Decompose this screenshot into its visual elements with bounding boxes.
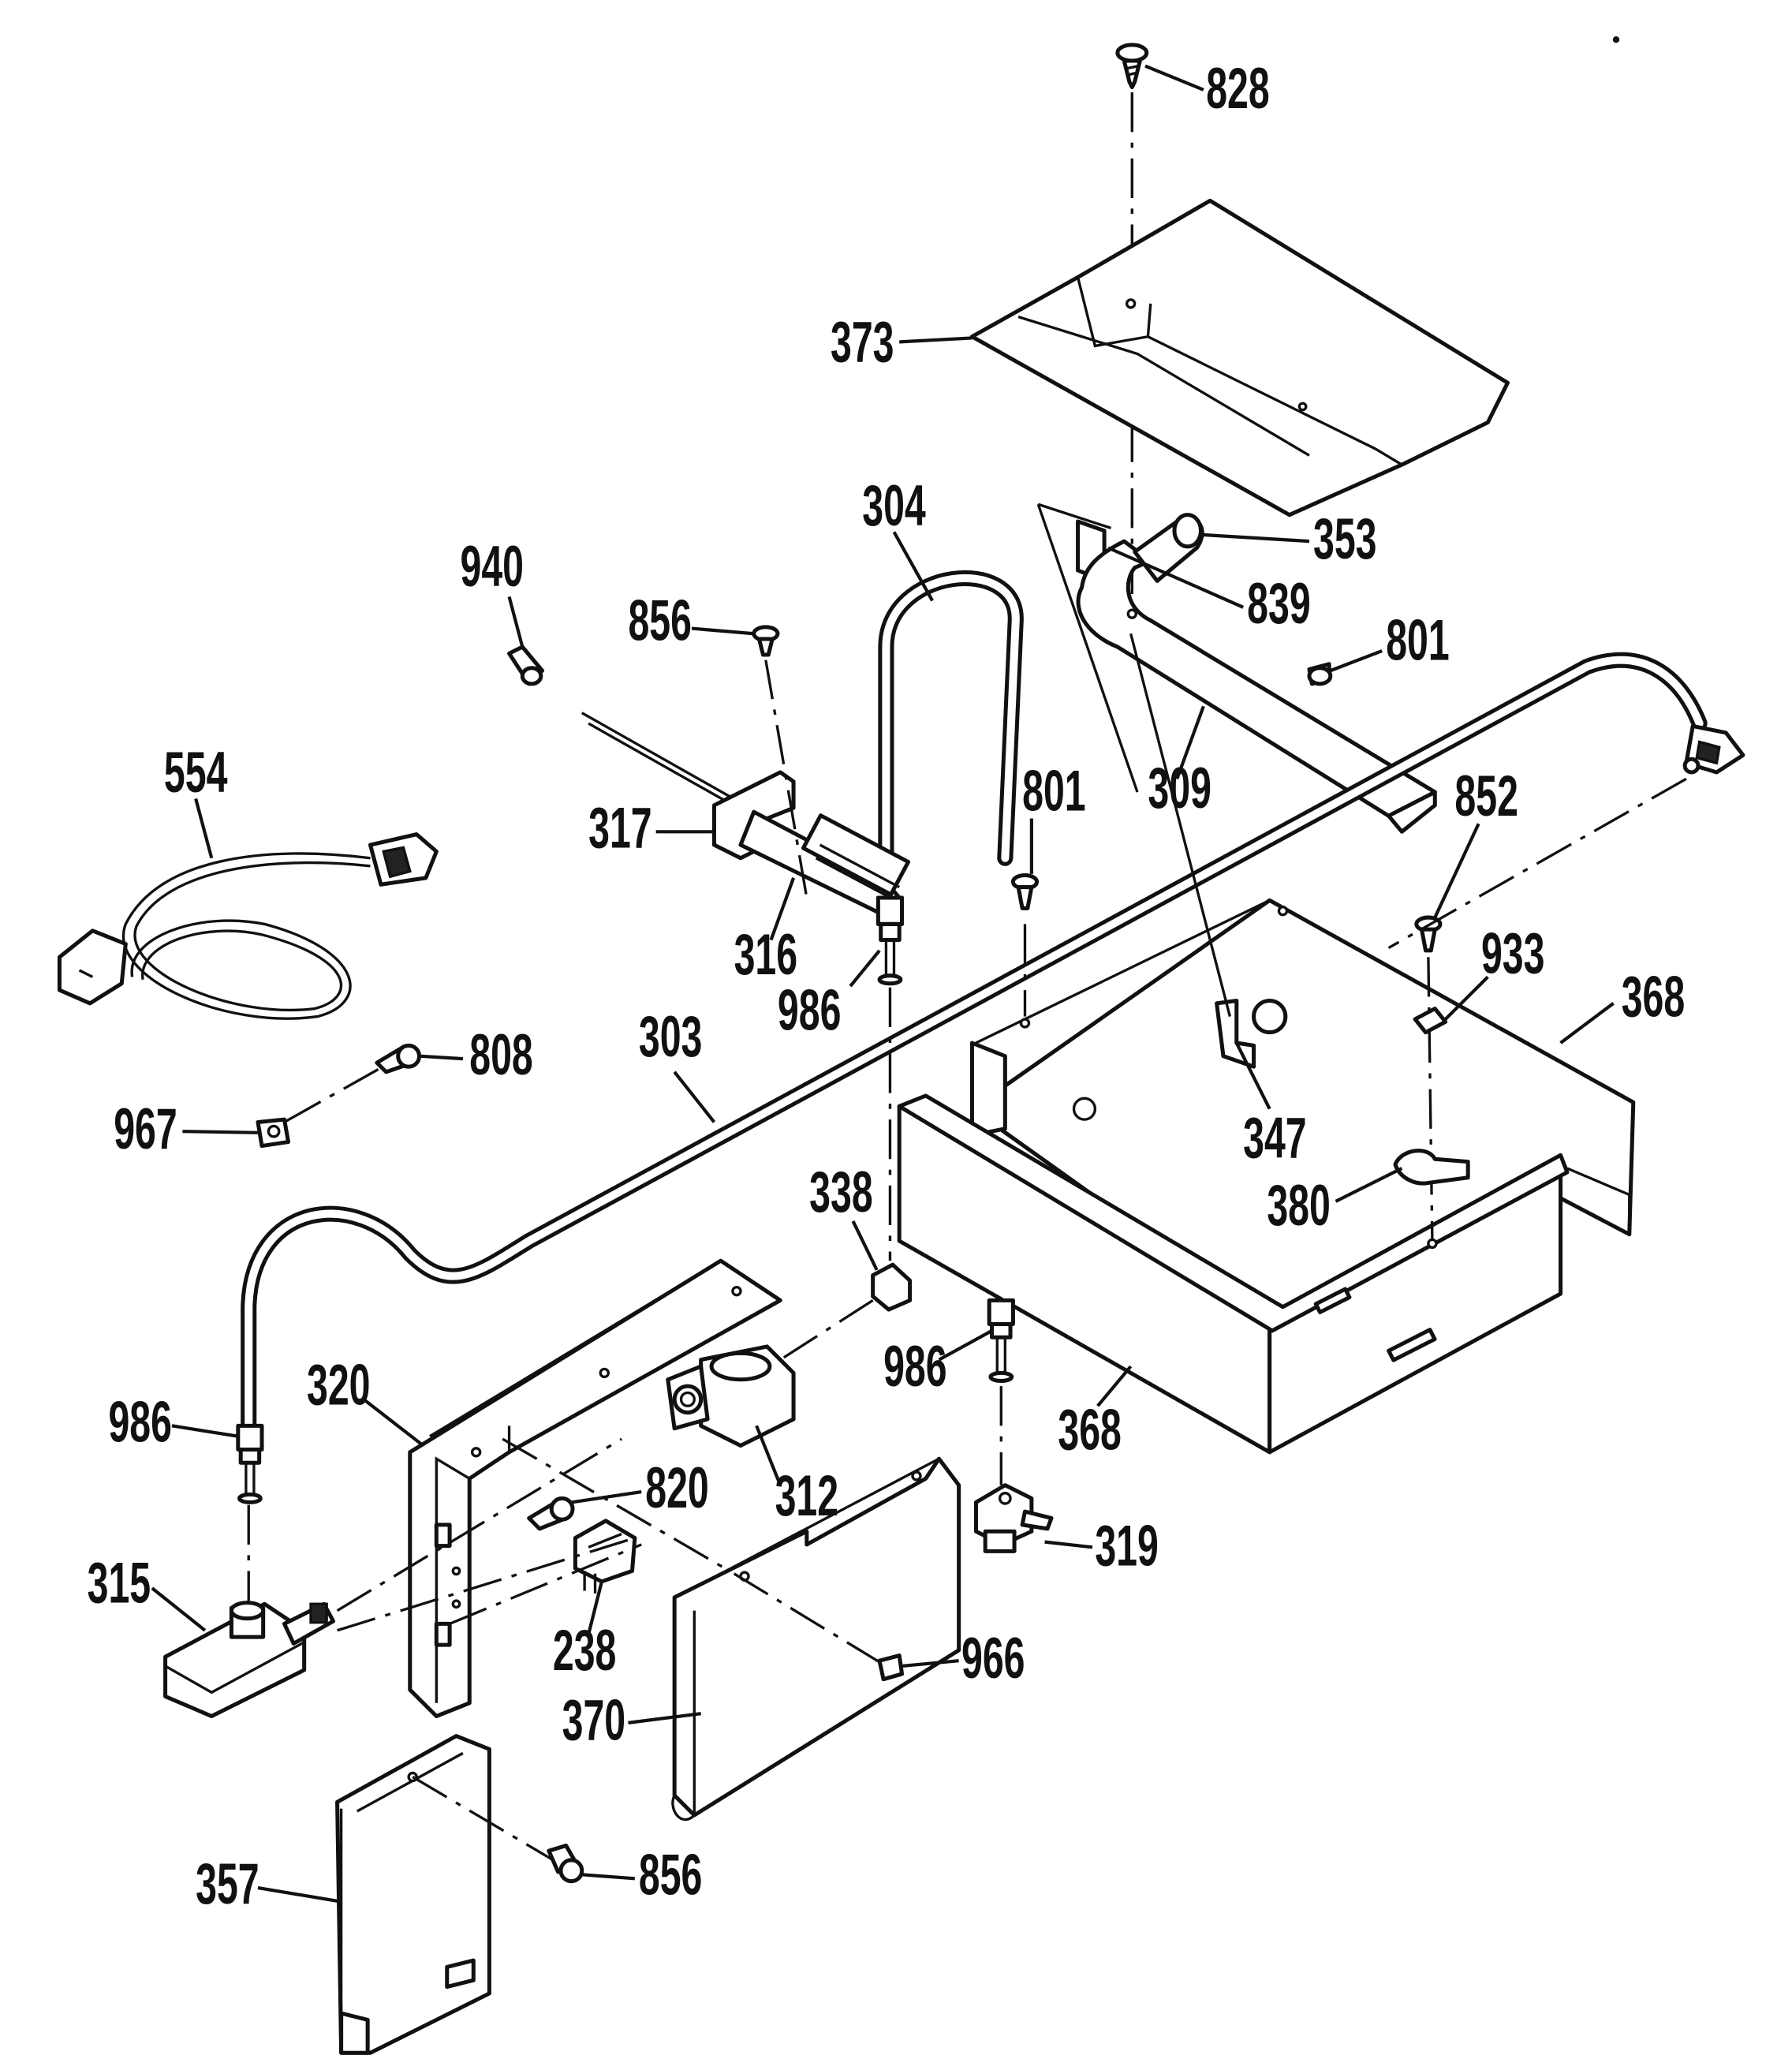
part-554-power-cord — [57, 832, 439, 1020]
part-986-fitting-c — [236, 1423, 264, 1504]
part-labels: 828 373 304 353 940 856 839 801 554 309 … — [88, 55, 1686, 1916]
assembly-line-856a — [764, 659, 808, 899]
label-828: 828 — [1206, 55, 1269, 121]
assembly-line-338 — [779, 1298, 874, 1362]
part-373-shield — [969, 198, 1510, 518]
assembly-line-315-a — [336, 1437, 622, 1612]
label-940: 940 — [461, 533, 524, 599]
leader-lines — [151, 64, 1615, 1903]
label-856b: 856 — [639, 1841, 702, 1907]
part-852-screw — [1414, 915, 1443, 953]
label-554: 554 — [164, 739, 227, 805]
part-315-valve — [163, 1601, 336, 1719]
label-312: 312 — [775, 1463, 838, 1528]
label-309: 309 — [1148, 755, 1211, 820]
label-353: 353 — [1313, 506, 1376, 571]
stray-dot — [1612, 36, 1620, 43]
part-986-fitting-a — [875, 895, 905, 986]
assembly-line-856b — [412, 1776, 557, 1863]
label-986c: 986 — [108, 1388, 171, 1454]
part-820-screw — [527, 1496, 575, 1531]
label-852: 852 — [1454, 763, 1518, 828]
assembly-line-315-b — [337, 1536, 636, 1632]
part-357-cover — [335, 1734, 491, 2055]
part-368-burner-box — [897, 898, 1636, 1455]
label-368b: 368 — [1058, 1397, 1121, 1463]
assembly-line-315-c — [449, 1543, 642, 1625]
part-933-washer — [1413, 1007, 1448, 1035]
label-338: 338 — [809, 1159, 872, 1224]
label-801b: 801 — [1022, 758, 1085, 824]
part-856-screw-b — [547, 1844, 584, 1884]
part-304-tube — [878, 570, 1024, 919]
part-828-screw — [1115, 43, 1149, 89]
label-967: 967 — [114, 1096, 177, 1161]
label-966: 966 — [961, 1625, 1025, 1691]
label-380: 380 — [1267, 1172, 1330, 1238]
label-347: 347 — [1243, 1105, 1306, 1171]
label-316: 316 — [734, 921, 797, 987]
label-820: 820 — [645, 1455, 708, 1520]
label-856a: 856 — [628, 588, 691, 653]
label-357: 357 — [196, 1851, 259, 1916]
part-801-screw-b — [1010, 873, 1040, 910]
part-319-valve — [973, 1483, 1054, 1553]
part-986-fitting-b — [987, 1298, 1015, 1383]
label-319: 319 — [1095, 1513, 1158, 1579]
assembly-line-966 — [733, 1572, 887, 1668]
part-856-screw-a — [752, 625, 780, 657]
label-368a: 368 — [1622, 964, 1685, 1029]
part-967-clip — [256, 1117, 291, 1149]
part-309-burner — [1036, 503, 1437, 834]
part-338-connector — [871, 1262, 913, 1312]
label-304: 304 — [862, 473, 925, 538]
label-317: 317 — [588, 794, 651, 860]
assembly-line-347 — [1129, 633, 1232, 1017]
assembly-line-366-a — [502, 1437, 735, 1575]
label-320: 320 — [307, 1352, 370, 1418]
assembly-line-303-fitting — [1387, 777, 1687, 950]
part-801-screw-a — [1307, 662, 1333, 686]
label-933: 933 — [1481, 920, 1544, 985]
part-238-switch — [573, 1519, 637, 1594]
label-986b: 986 — [883, 1333, 946, 1399]
assembly-line-808 — [283, 1068, 379, 1123]
label-808: 808 — [469, 1022, 532, 1087]
label-303: 303 — [639, 1003, 702, 1069]
part-303-tube — [241, 652, 1708, 1434]
part-966-clip — [877, 1653, 905, 1682]
assembly-line-852 — [1427, 957, 1434, 1242]
part-808-screw — [375, 1043, 422, 1074]
label-986a: 986 — [778, 977, 841, 1042]
part-312-regulator — [666, 1344, 796, 1448]
label-315: 315 — [88, 1550, 151, 1616]
label-238: 238 — [553, 1617, 616, 1683]
label-839: 839 — [1247, 570, 1310, 636]
label-801a: 801 — [1386, 607, 1449, 673]
label-370: 370 — [562, 1687, 625, 1753]
label-373: 373 — [831, 309, 894, 375]
part-380-bracket — [1393, 1149, 1470, 1186]
part-303-fitting — [1682, 723, 1745, 775]
part-320-bracket — [408, 1258, 782, 1719]
part-940-wire-nut — [507, 645, 544, 686]
